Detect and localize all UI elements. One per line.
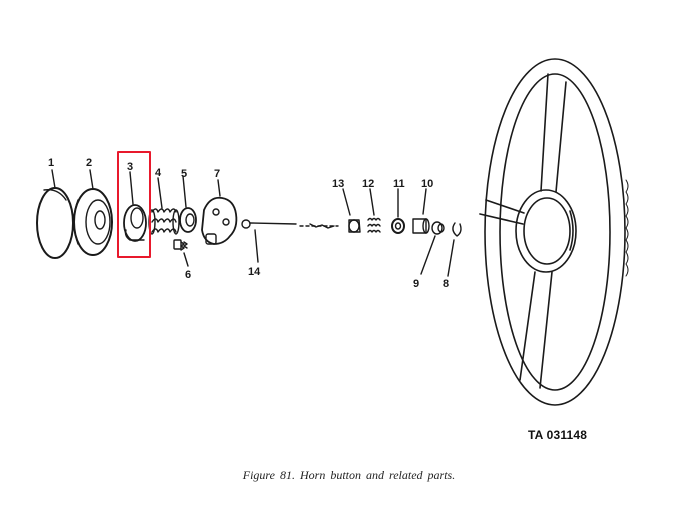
part-14-contact-rod — [241, 219, 339, 263]
figure-caption-text: Horn button and related parts. — [299, 468, 456, 482]
part-6-screw — [173, 239, 189, 267]
part-3-contact-cup — [123, 171, 147, 242]
callout-labels: 1 2 3 4 5 6 7 8 9 10 11 12 13 14 — [48, 157, 449, 290]
part-12-spring — [367, 188, 381, 233]
steering-wheel — [479, 58, 629, 406]
part-10-bearing — [412, 188, 430, 234]
callout-1: 1 — [48, 157, 54, 169]
callout-11: 11 — [393, 178, 405, 190]
part-7-mounting-plate — [201, 179, 238, 245]
callout-7: 7 — [214, 168, 220, 180]
callout-4: 4 — [155, 167, 162, 179]
callout-14: 14 — [248, 266, 261, 278]
callout-5: 5 — [181, 168, 187, 180]
part-5-bushing — [179, 175, 197, 233]
callout-13: 13 — [332, 178, 344, 190]
highlight-box — [117, 151, 151, 258]
callout-3: 3 — [127, 161, 133, 173]
callout-6: 6 — [185, 269, 191, 281]
callout-12: 12 — [362, 178, 374, 190]
part-9-spacer — [420, 221, 445, 275]
callout-10: 10 — [421, 178, 433, 190]
part-8-snap-ring — [447, 222, 462, 277]
ta-number: TA 031148 — [528, 428, 588, 442]
part-2-retainer — [73, 169, 113, 256]
part-1-horn-button-cap — [36, 169, 74, 259]
figure-caption-prefix: Figure 81. — [242, 468, 295, 482]
part-13-insulator — [342, 188, 361, 233]
callout-9: 9 — [413, 278, 419, 290]
callout-2: 2 — [86, 157, 92, 169]
callout-8: 8 — [443, 278, 449, 290]
part-4-spring — [148, 177, 180, 235]
part-11-washer — [391, 188, 405, 234]
figure-caption: Figure 81. Horn button and related parts… — [0, 468, 698, 483]
